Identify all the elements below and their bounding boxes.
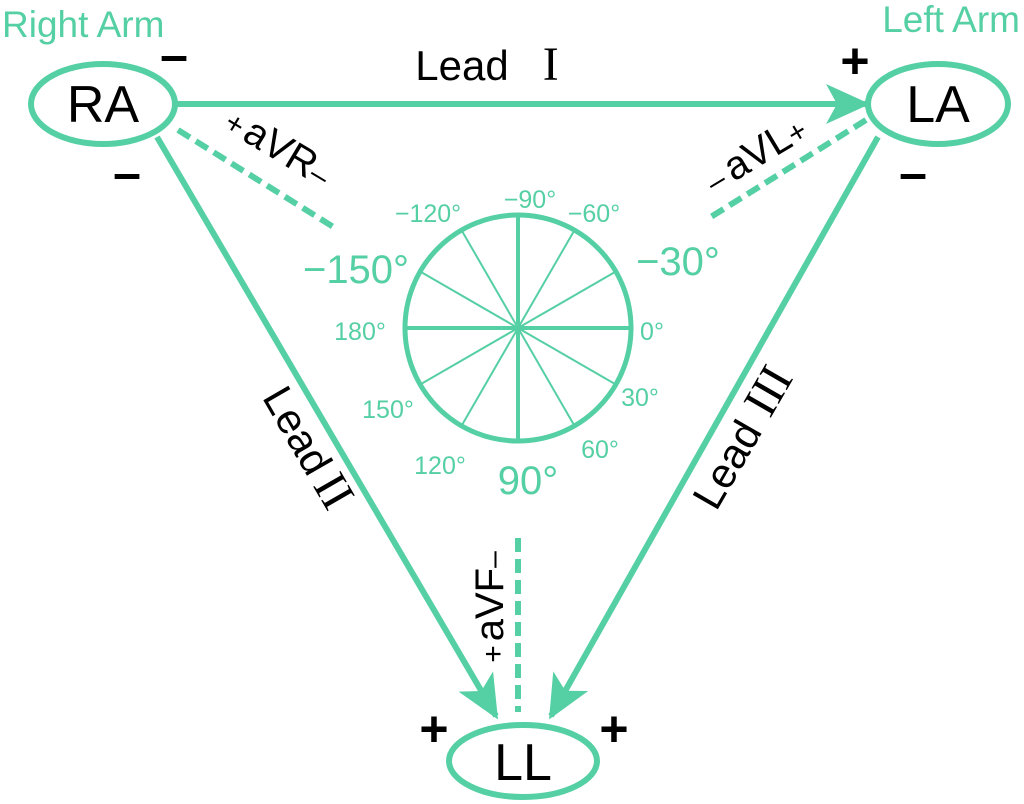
electrode-ll-label: LL [494, 734, 552, 792]
lead-3-arrow [548, 135, 881, 720]
axis-spoke [517, 327, 575, 426]
angle-label-minus-90: −90° [504, 186, 556, 214]
lead-lines [154, 84, 881, 720]
angle-label-90: 90° [498, 459, 559, 503]
angle-label-120: 120° [414, 452, 466, 480]
ra-minus-top: – [160, 27, 188, 83]
electrode-ra: RA [28, 61, 178, 147]
electrode-la: LA [865, 61, 1011, 147]
axis-spoke [461, 327, 519, 426]
electrode-la-label: LA [906, 76, 970, 134]
augmented-lead-lines [176, 117, 868, 712]
avl-dashed-line [704, 117, 868, 223]
axis-spokes [406, 216, 630, 440]
axis-spoke [420, 271, 519, 329]
lead-1-numeral: I [543, 38, 559, 91]
ll-plus-left: + [419, 701, 448, 757]
axis-spoke [517, 271, 616, 329]
left-arm-caption: Left Arm [882, 0, 1020, 40]
la-minus-bottom: – [899, 145, 927, 201]
axis-circle [402, 212, 634, 444]
electrode-la-outline [865, 61, 1011, 147]
right-arm-caption: Right Arm [2, 4, 164, 45]
avf-name: aVF [468, 568, 512, 641]
angle-labels: −120° −90° −60° 180° 0° 150° 30° 120° 60… [303, 186, 720, 503]
ra-minus-bottom: – [113, 145, 141, 201]
lead-3-numeral: III [733, 357, 803, 425]
angle-label-150: 150° [362, 396, 414, 424]
lead-1-label: Lead I [415, 38, 558, 91]
electrode-ra-label: RA [67, 76, 140, 134]
axis-spoke [517, 327, 616, 385]
ll-plus-right: + [599, 701, 628, 757]
angle-label-30: 30° [621, 384, 659, 412]
angle-label-minus-60: −60° [568, 200, 620, 228]
lead-2-arrow [154, 135, 499, 720]
avr-dashed-line [176, 127, 337, 231]
angle-label-60: 60° [581, 436, 619, 464]
axis-spoke [517, 230, 575, 329]
angle-label-minus-150: −150° [303, 248, 409, 292]
avf-minus: – [477, 551, 510, 568]
la-plus-top: + [840, 33, 869, 89]
angle-label-180: 180° [334, 318, 386, 346]
avr-label: +aVR– [218, 98, 340, 196]
electrode-ll: LL [446, 722, 600, 800]
avf-plus: + [477, 645, 510, 663]
angle-label-minus-120: −120° [395, 200, 461, 228]
electrode-ra-outline [28, 61, 178, 147]
polarity-signs: – – + – + + [113, 27, 927, 757]
axis-spoke [461, 230, 519, 329]
avf-label: + aVF– [468, 551, 512, 663]
angle-label-0: 0° [640, 318, 664, 346]
electrode-ll-outline [446, 722, 600, 800]
angle-label-minus-30: −30° [636, 240, 720, 284]
hexaxial-reference-circle [402, 212, 634, 444]
axis-spoke [420, 327, 519, 385]
lead-1-word: Lead [415, 42, 508, 89]
